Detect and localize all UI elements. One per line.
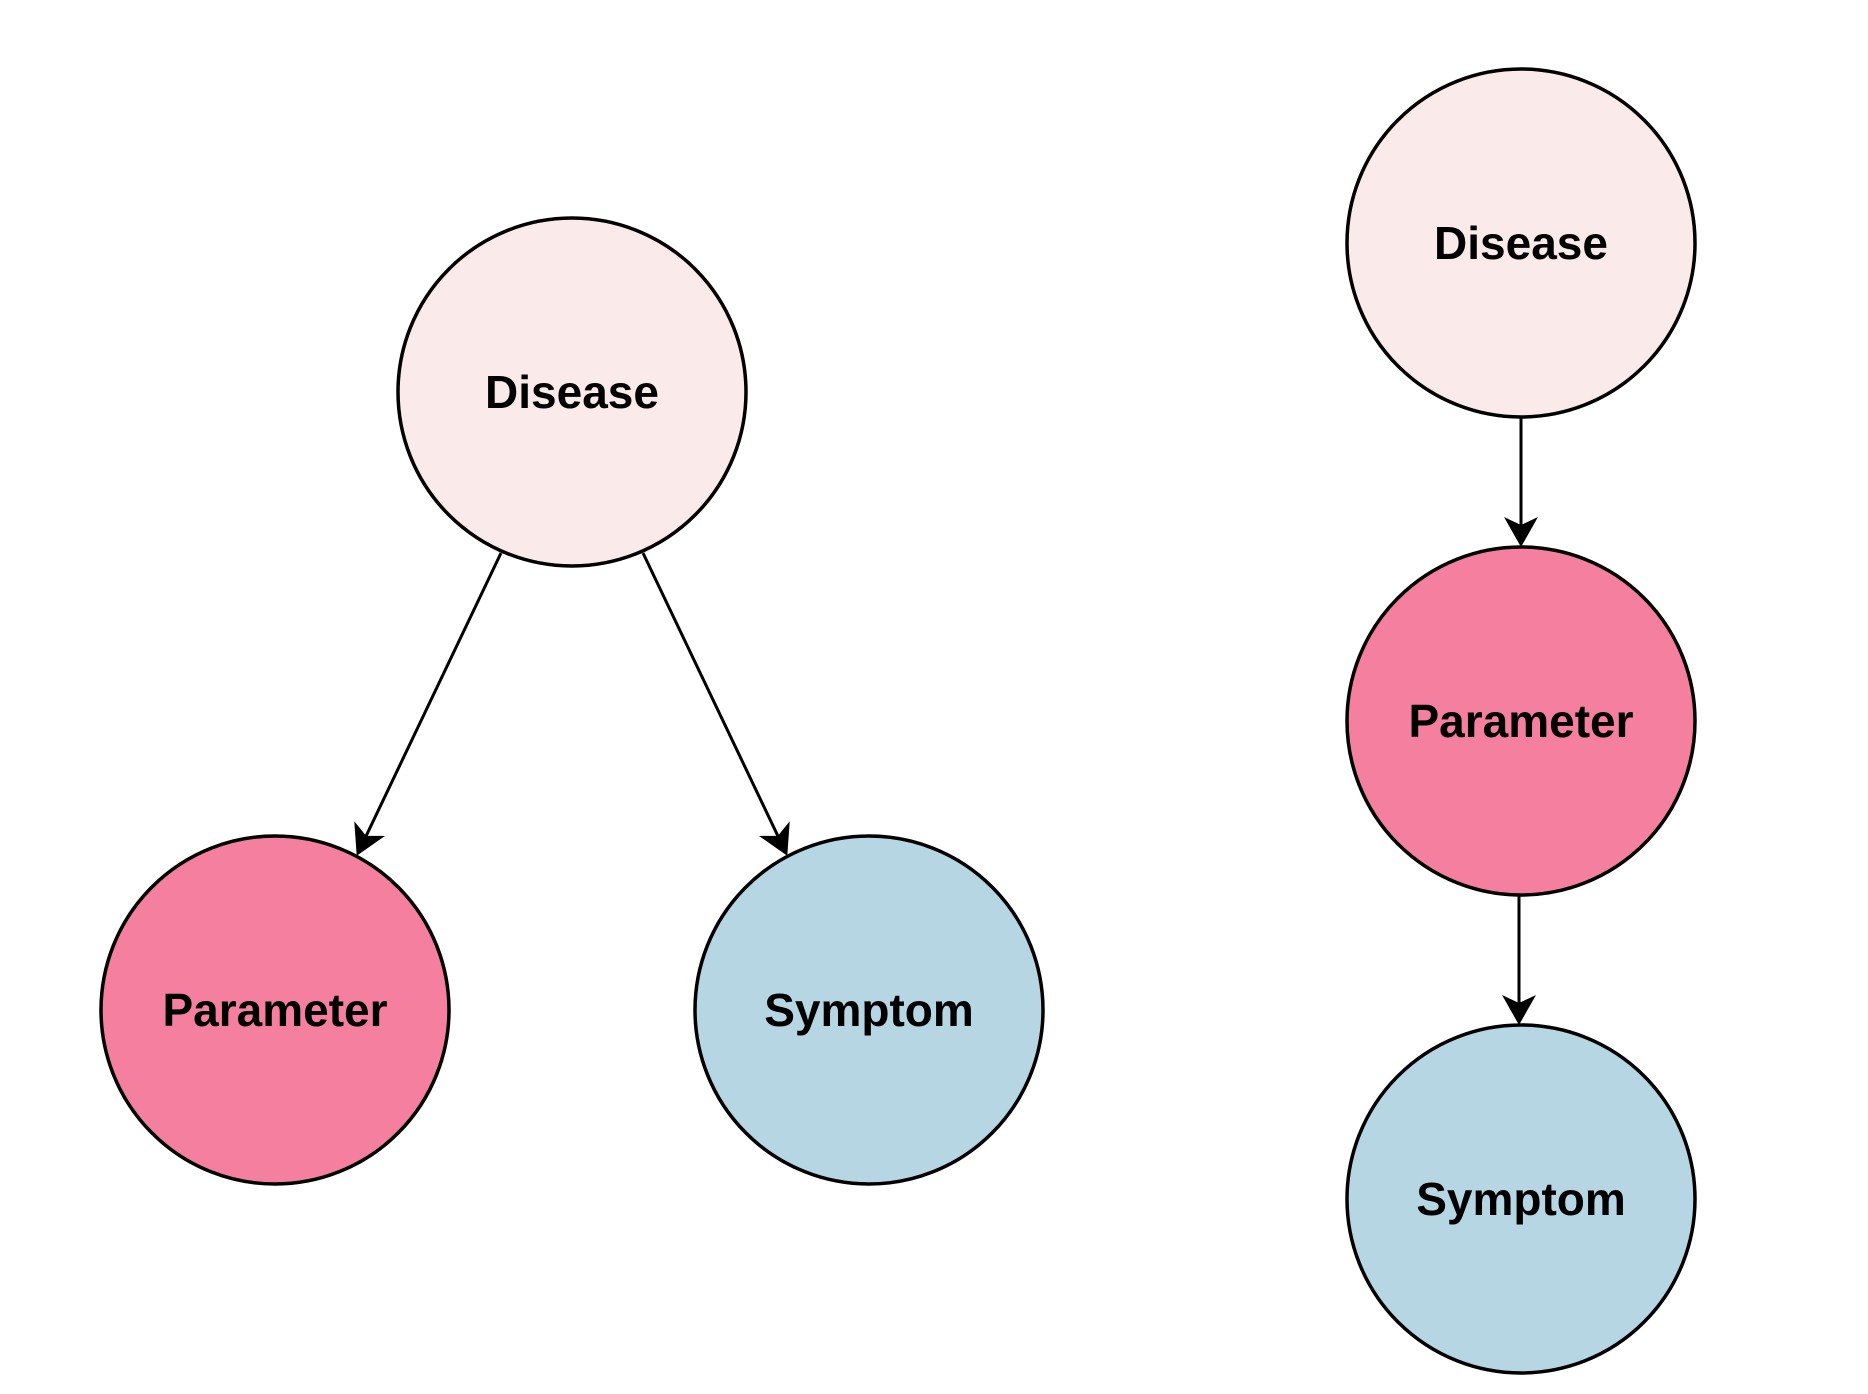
right-node-parameter-label: Parameter xyxy=(1408,695,1633,747)
left-edge-disease-to-symptom xyxy=(641,552,790,856)
right-node-symptom-label: Symptom xyxy=(1416,1173,1626,1225)
left-node-symptom: Symptom xyxy=(693,834,1045,1186)
right-node-symptom: Symptom xyxy=(1345,1023,1697,1375)
left-node-symptom-label: Symptom xyxy=(764,984,974,1036)
right-node-disease: Disease xyxy=(1345,67,1697,419)
right-diagram: Disease Parameter Symptom xyxy=(1345,67,1697,1375)
left-node-parameter: Parameter xyxy=(99,834,451,1186)
left-node-parameter-label: Parameter xyxy=(162,984,387,1036)
right-node-parameter: Parameter xyxy=(1345,545,1697,897)
left-edge-disease-to-parameter xyxy=(354,552,503,856)
left-diagram: Disease Parameter Symptom xyxy=(99,216,1045,1186)
left-node-disease-label: Disease xyxy=(485,366,659,418)
left-node-disease: Disease xyxy=(396,216,748,568)
right-node-disease-label: Disease xyxy=(1434,217,1608,269)
